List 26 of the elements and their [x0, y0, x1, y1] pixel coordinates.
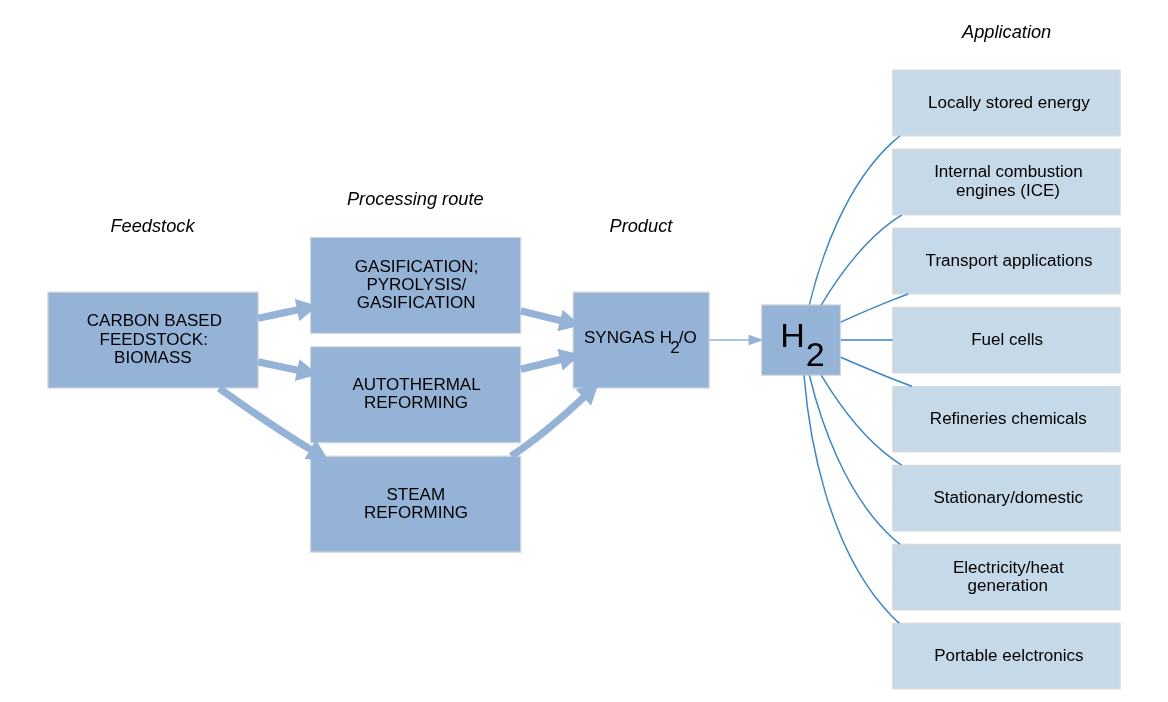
connector: [840, 293, 909, 323]
arrow: [217, 385, 329, 461]
node-box: Stationary/domestic: [892, 464, 1121, 532]
node-box: GASIFICATION; PYROLYSIS/ GASIFICATION: [309, 236, 522, 334]
node-box: AUTOTHERMAL REFORMING: [309, 346, 522, 444]
connector: [808, 374, 901, 545]
connector: [820, 374, 903, 466]
node-box: Transport applications: [892, 227, 1121, 295]
node-box: Fuel cells: [892, 306, 1121, 374]
connector: [808, 135, 901, 306]
connector: [840, 356, 913, 387]
connector: [803, 374, 900, 624]
arrow: [708, 334, 764, 346]
node-box: Portable eelctronics: [892, 622, 1121, 690]
node-box: Internal combustion engines (ICE): [892, 148, 1121, 216]
label: Feedstock: [110, 215, 195, 237]
connector: [840, 339, 894, 341]
connector: [820, 214, 903, 306]
node-box: Electricity/heat generation: [892, 543, 1121, 611]
node-box: Refineries chemicals: [892, 385, 1121, 453]
node-box: CARBON BASED FEEDSTOCK: BIOMASS: [47, 291, 259, 389]
label: Application: [962, 20, 1052, 42]
label: Product: [609, 215, 673, 237]
label: Processing route: [346, 187, 484, 209]
node-box: STEAM REFORMING: [309, 455, 522, 553]
node-box: Locally stored energy: [892, 69, 1121, 137]
